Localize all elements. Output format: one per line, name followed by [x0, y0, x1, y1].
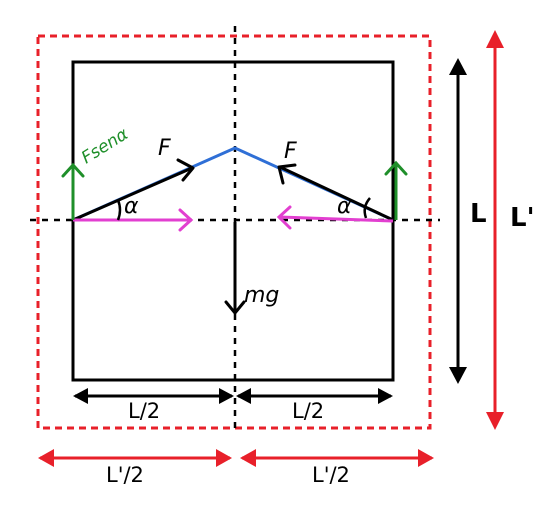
label-vertical-component: Fsenα — [78, 124, 132, 168]
label-angle-left: α — [124, 194, 139, 219]
label-inner-half-right: L/2 — [292, 399, 324, 423]
dim-arrow-side-L-prime-head-top — [486, 30, 504, 48]
dim-arrow-outer-right-head-a — [240, 449, 256, 467]
label-weight: mg — [244, 283, 279, 308]
label-force-left: F — [158, 136, 171, 161]
dim-arrow-side-L-head-bottom — [449, 367, 467, 384]
force-arrowhead-left — [176, 158, 195, 182]
angle-arc-left — [116, 199, 122, 221]
vertical-component-left-head — [61, 162, 85, 178]
weight-arrowhead — [224, 300, 246, 316]
horizontal-force-left-head — [178, 208, 194, 232]
dim-arrow-inner-left-head-a — [73, 388, 88, 404]
label-inner-half-left: L/2 — [128, 399, 160, 423]
horizontal-force-right — [279, 215, 394, 223]
dim-arrow-inner-right-head-a — [236, 388, 251, 404]
dim-arrow-outer-left-head-a — [38, 449, 54, 467]
label-force-right: F — [284, 139, 297, 164]
dim-arrow-inner-right-head-b — [378, 388, 393, 404]
force-vector-left — [72, 166, 193, 222]
dim-arrow-inner-left-head-b — [219, 388, 234, 404]
label-angle-right: α — [337, 194, 352, 219]
label-outer-half-left: L'/2 — [106, 463, 144, 487]
label-outer-half-right: L'/2 — [312, 463, 350, 487]
outer-dashed-square — [36, 34, 432, 430]
dim-arrow-outer-right-head-b — [418, 449, 434, 467]
angle-arc-right — [363, 197, 371, 219]
force-vector-right — [279, 165, 394, 222]
dim-arrow-side-L-prime-head-bottom — [486, 412, 504, 430]
horizontal-force-right-head — [276, 205, 292, 230]
vertical-component-right-head — [384, 160, 408, 176]
dim-arrow-side-L-head-top — [449, 58, 467, 75]
dim-arrow-outer-left-head-b — [216, 449, 232, 467]
label-side-L-prime: L' — [510, 203, 535, 233]
force-arrowhead-right — [277, 163, 297, 185]
label-side-L: L — [470, 199, 487, 229]
